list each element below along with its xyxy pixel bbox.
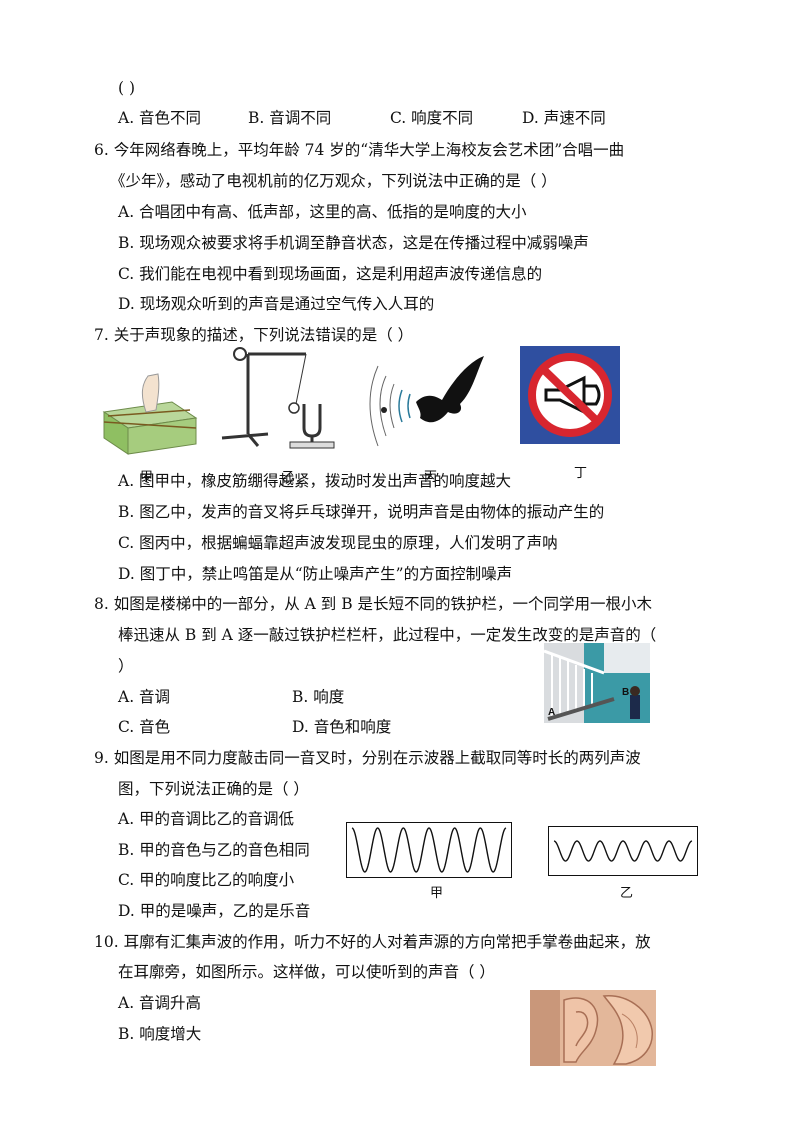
- figure-bing-bat-ultrasound: [369, 356, 484, 447]
- q9-stem-line1: 9. 如图是用不同力度敲击同一音叉时，分别在示波器上截取同等时长的两列声波: [94, 749, 641, 767]
- q6-stem-line1: 6. 今年网络春晚上，平均年龄 74 岁的“清华大学上海校友会艺术团”合唱一曲: [94, 141, 625, 159]
- q7-option-a: A. 图甲中，橡皮筋绷得越紧，拨动时发出声音的响度越大: [118, 472, 512, 490]
- q8-option-c: C. 音色: [118, 718, 171, 736]
- q5-option-c: C. 响度不同: [390, 109, 474, 127]
- caption-ding: 丁: [574, 466, 588, 481]
- q6-option-d: D. 现场观众听到的声音是通过空气传入人耳的: [118, 295, 435, 313]
- q6-option-a: A. 合唱团中有高、低声部，这里的高、低指的是响度的大小: [118, 203, 527, 221]
- caption-jia: 甲: [140, 470, 154, 485]
- q8-stem-line3: ）: [118, 657, 134, 675]
- figure-ding-no-horn-sign: [520, 346, 620, 444]
- q6-option-c: C. 我们能在电视中看到现场画面，这是利用超声波传递信息的: [118, 265, 543, 283]
- waveform-yi: [548, 826, 698, 876]
- q9-option-b: B. 甲的音色与乙的音色相同: [118, 841, 310, 859]
- q9-option-c: C. 甲的响度比乙的响度小: [118, 871, 295, 889]
- q8-stem-line1: 8. 如图是楼梯中的一部分，从 A 到 B 是长短不同的铁护栏，一个同学用一根小…: [94, 595, 653, 613]
- q6-stem-line2: 《少年》，感动了电视机前的亿万观众，下列说法中正确的是（ ）: [110, 172, 557, 190]
- q5-option-a: A. 音色不同: [118, 109, 202, 127]
- q8-option-b: B. 响度: [292, 688, 345, 706]
- q7-stem: 7. 关于声现象的描述，下列说法错误的是（ ）: [94, 326, 414, 344]
- q7-option-c: C. 图丙中，根据蝙蝠靠超声波发现昆虫的原理，人们发明了声呐: [118, 534, 558, 552]
- caption-waveform-jia: 甲: [430, 886, 444, 901]
- caption-bing: 丙: [424, 470, 438, 485]
- q7-option-b: B. 图乙中，发声的音叉将乒乓球弹开，说明声音是由物体的振动产生的: [118, 503, 605, 521]
- q5-blank: ( ): [118, 79, 136, 97]
- q9-option-d: D. 甲的是噪声，乙的是乐音: [118, 902, 311, 920]
- stair-label-a: A: [548, 707, 555, 718]
- figure-ear-cupped-hand: [530, 990, 656, 1066]
- stair-label-b: B: [622, 687, 629, 698]
- figure-yi-tuning-fork: [221, 347, 335, 449]
- q8-stem-line2: 棒迅速从 B 到 A 逐一敲过铁护栏栏杆，此过程中，一定发生改变的是声音的（: [118, 626, 657, 644]
- figure-jia-rubber-band-box: [102, 373, 198, 455]
- q10-stem-line1: 10. 耳廓有汇集声波的作用，听力不好的人对着声源的方向常把手掌卷曲起来，放: [94, 933, 651, 951]
- q10-option-a: A. 音调升高: [118, 994, 202, 1012]
- q5-option-b: B. 音调不同: [248, 109, 332, 127]
- q10-stem-line2: 在耳廓旁，如图所示。这样做，可以使听到的声音（ ）: [118, 963, 495, 981]
- figure-staircase-photo: A B: [544, 643, 650, 723]
- q8-option-d: D. 音色和响度: [292, 718, 392, 736]
- q8-option-a: A. 音调: [118, 688, 171, 706]
- q5-option-d: D. 声速不同: [522, 109, 606, 127]
- q6-option-b: B. 现场观众被要求将手机调至静音状态，这是在传播过程中减弱噪声: [118, 234, 589, 252]
- q9-option-a: A. 甲的音调比乙的音调低: [118, 810, 295, 828]
- q7-option-d: D. 图丁中，禁止鸣笛是从“防止噪声产生”的方面控制噪声: [118, 565, 513, 583]
- caption-yi: 乙: [282, 470, 296, 485]
- waveform-jia: [346, 822, 512, 878]
- q10-option-b: B. 响度增大: [118, 1025, 202, 1043]
- q9-stem-line2: 图，下列说法正确的是（ ）: [118, 780, 309, 798]
- caption-waveform-yi: 乙: [620, 886, 634, 901]
